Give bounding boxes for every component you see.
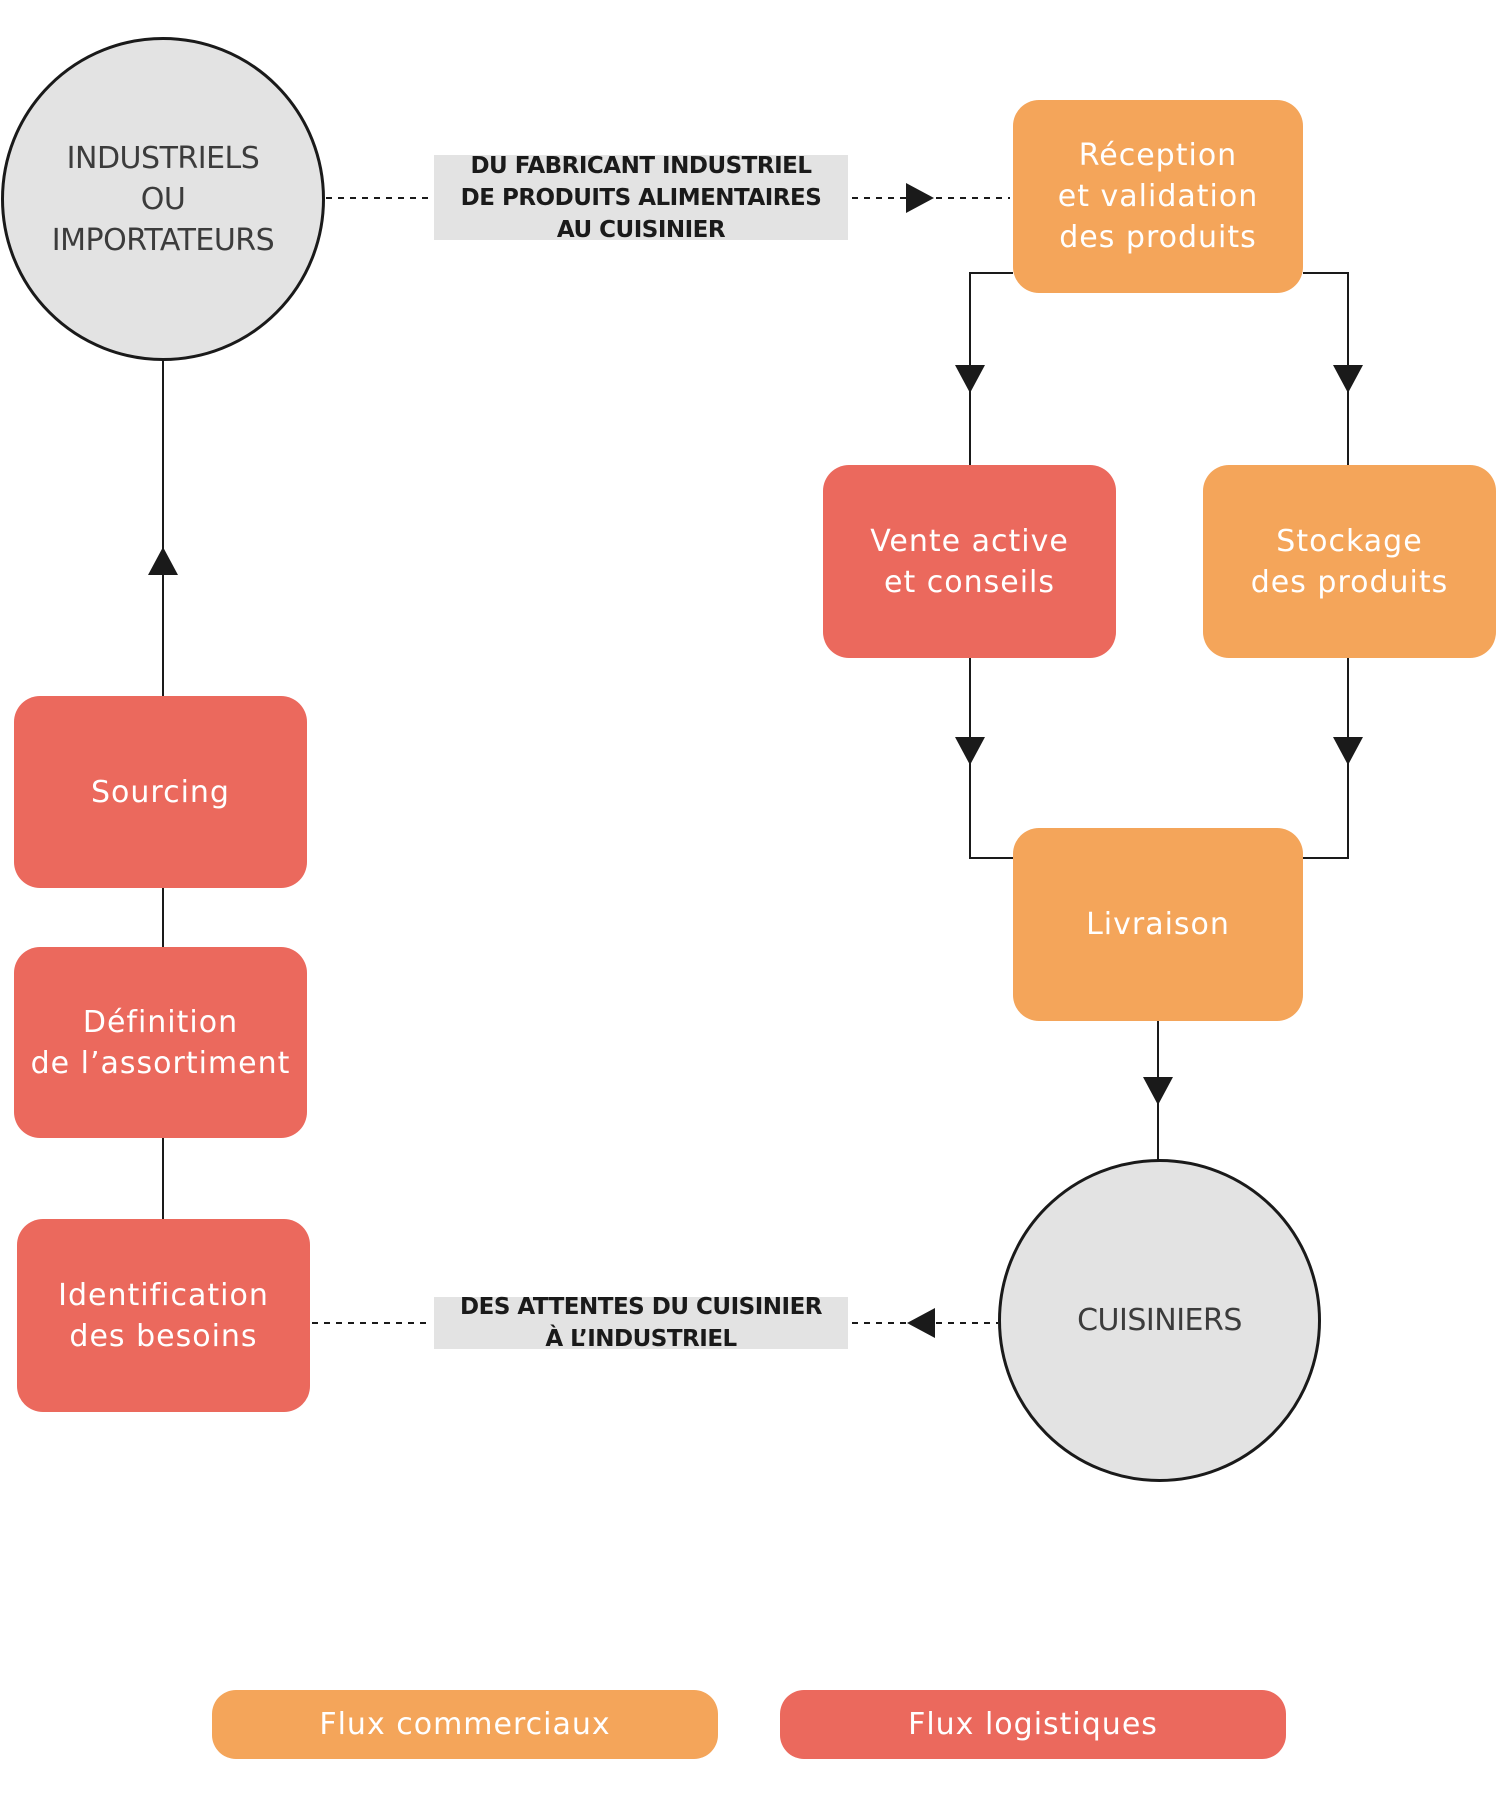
- box-stockage-label: Stockage des produits: [1250, 523, 1449, 600]
- legend-flux-logistiques-label: Flux logistiques: [908, 1707, 1158, 1742]
- legend-flux-logistiques: Flux logistiques: [780, 1690, 1286, 1759]
- arrowhead-left-bottom: [907, 1308, 935, 1338]
- arrowhead-right-top: [906, 183, 934, 213]
- box-vente-label: Vente active et conseils: [870, 523, 1069, 600]
- flow-label-bottom: DES ATTENTES DU CUISINIER À L’INDUSTRIEL: [434, 1294, 848, 1352]
- box-definition-label: Définition de l’assortiment: [30, 1004, 291, 1081]
- circle-cuisiniers-label: CUISINIERS: [1077, 1303, 1242, 1338]
- circle-industriels-label: INDUSTRIELS OU IMPORTATEURS: [51, 140, 275, 258]
- box-identification-label: Identification des besoins: [58, 1277, 269, 1354]
- arrowhead-down-livraison: [1143, 1077, 1173, 1105]
- box-identification: Identification des besoins: [17, 1219, 310, 1412]
- arrowhead-up-sourcing: [148, 547, 178, 575]
- box-stockage: Stockage des produits: [1203, 465, 1496, 658]
- arrowhead-down-vente-2: [955, 737, 985, 765]
- arrowhead-down-stockage-1: [1333, 365, 1363, 393]
- box-reception-label: Réception et validation des produits: [1057, 138, 1259, 255]
- arrowhead-down-stockage-2: [1333, 737, 1363, 765]
- box-livraison: Livraison: [1013, 828, 1303, 1021]
- box-sourcing: Sourcing: [14, 696, 307, 888]
- connector-reception-stockage: [1303, 272, 1349, 465]
- circle-cuisiniers: CUISINIERS: [998, 1159, 1321, 1482]
- legend-flux-commerciaux-label: Flux commerciaux: [319, 1707, 611, 1742]
- box-livraison-label: Livraison: [1086, 907, 1230, 942]
- flow-label-bottom-text: DES ATTENTES DU CUISINIER À L’INDUSTRIEL: [460, 1294, 822, 1352]
- box-vente: Vente active et conseils: [823, 465, 1116, 658]
- flow-label-top-text: DU FABRICANT INDUSTRIEL DE PRODUITS ALIM…: [460, 152, 822, 243]
- connector-stockage-livraison: [1303, 658, 1349, 859]
- circle-industriels: INDUSTRIELS OU IMPORTATEURS: [1, 37, 325, 361]
- box-sourcing-label: Sourcing: [91, 774, 230, 810]
- connector-reception-vente: [969, 272, 1013, 465]
- arrowhead-down-vente-1: [955, 365, 985, 393]
- box-reception: Réception et validation des produits: [1013, 100, 1303, 293]
- flow-label-top: DU FABRICANT INDUSTRIEL DE PRODUITS ALIM…: [434, 153, 848, 243]
- box-definition: Définition de l’assortiment: [14, 947, 307, 1138]
- legend-flux-commerciaux: Flux commerciaux: [212, 1690, 718, 1759]
- connector-vente-livraison: [969, 658, 1013, 859]
